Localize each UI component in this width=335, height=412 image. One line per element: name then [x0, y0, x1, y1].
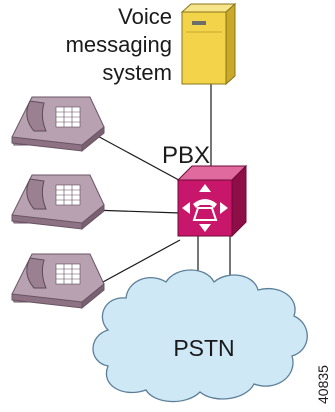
- phone-1: [11, 96, 105, 153]
- server-tower-icon: [180, 2, 237, 86]
- connection-lines: [91, 80, 231, 289]
- pbx: PBX: [162, 142, 248, 238]
- link-phone3-pbx: [91, 239, 181, 289]
- phone-3: [11, 253, 105, 310]
- pstn-label: PSTN: [173, 335, 234, 361]
- link-phone2-pbx: [91, 209, 181, 214]
- ip-phone-icon: [11, 96, 105, 153]
- voice-messaging-label-line3: system: [102, 60, 172, 85]
- ip-phone-icon: [11, 174, 105, 231]
- link-phone1-pbx: [91, 132, 189, 186]
- figure-id: 40835: [315, 365, 331, 404]
- pstn: PSTN: [92, 269, 308, 403]
- voice-messaging-label-line2: messaging: [66, 32, 172, 57]
- cloud-icon: [92, 269, 308, 403]
- pbx-label: PBX: [162, 142, 210, 169]
- voice-messaging-label-line1: Voice: [118, 4, 172, 29]
- voice-messaging-system: Voice messaging system: [66, 2, 237, 86]
- phone-2: [11, 174, 105, 231]
- pbx-switch-icon: [176, 164, 248, 238]
- ip-phone-icon: [11, 253, 105, 310]
